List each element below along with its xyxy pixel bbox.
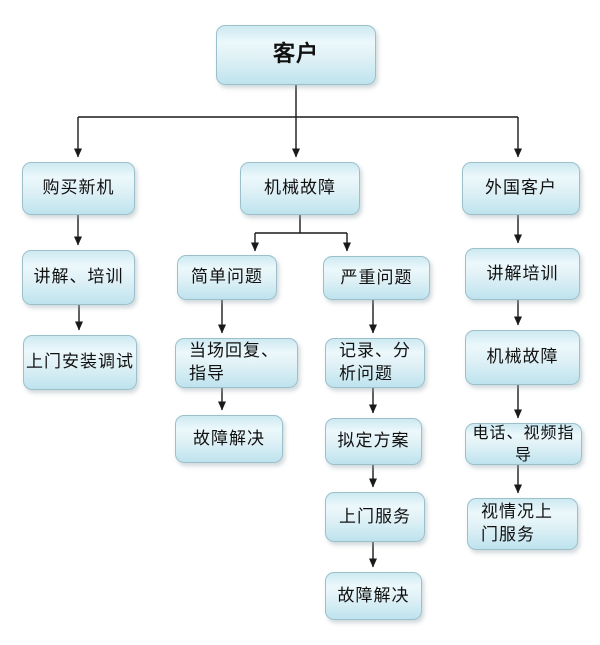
node-customer: 客户 — [216, 25, 376, 85]
node-foreign-customer: 外国客户 — [462, 162, 580, 215]
node-onsite-install: 上门安装调试 — [23, 335, 137, 390]
node-simple-problem: 简单问题 — [177, 255, 277, 300]
node-phone-video-guide: 电话、视频指导 — [465, 423, 582, 465]
node-reply-guidance: 当场回复、指导 — [175, 338, 298, 388]
node-buy-new-machine: 购买新机 — [22, 162, 135, 215]
node-mechanical-fault-2: 机械故障 — [465, 330, 580, 385]
node-explain-training-2: 讲解培训 — [465, 248, 580, 300]
node-severe-problem: 严重问题 — [323, 256, 430, 300]
node-fault-solved-2: 故障解决 — [325, 572, 422, 620]
node-draft-plan: 拟定方案 — [325, 418, 422, 465]
node-record-analyze: 记录、分析问题 — [325, 338, 425, 388]
node-explain-training: 讲解、培训 — [22, 250, 135, 305]
node-fault-solved-1: 故障解决 — [175, 415, 283, 463]
node-onsite-service: 上门服务 — [325, 492, 425, 542]
node-situational-onsite: 视情况上门服务 — [467, 498, 578, 550]
node-mechanical-fault: 机械故障 — [240, 162, 360, 215]
